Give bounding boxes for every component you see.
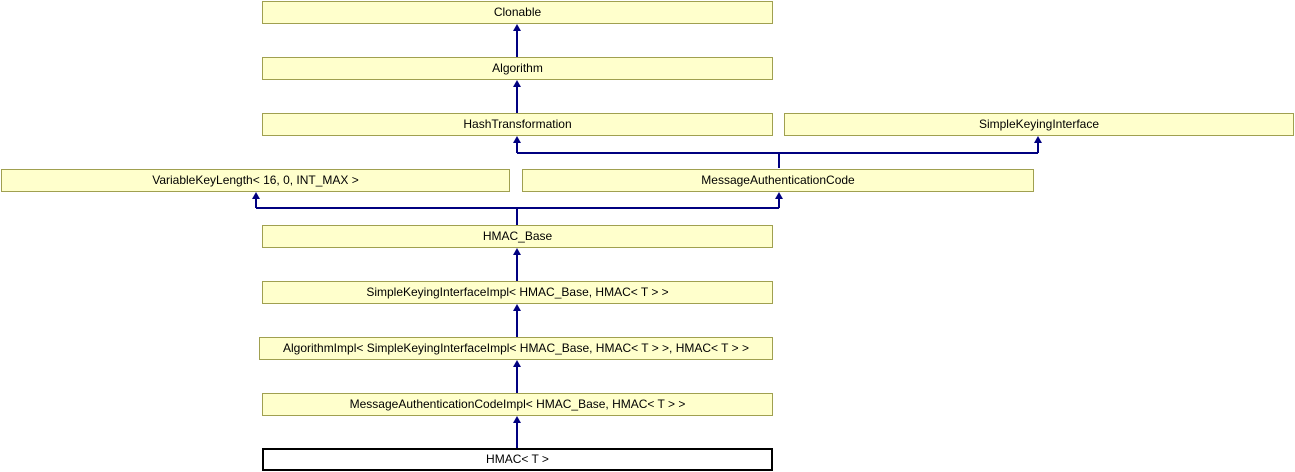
class-node-label: MessageAuthenticationCode	[701, 173, 855, 187]
class-node-label: HMAC< T >	[486, 452, 549, 466]
class-node-label: Algorithm	[492, 61, 543, 75]
class-node-hmac-base[interactable]: HMAC_Base	[262, 225, 773, 248]
class-node-variable-key-length[interactable]: VariableKeyLength< 16, 0, INT_MAX >	[1, 169, 510, 192]
class-node-label: HMAC_Base	[482, 229, 553, 243]
class-node-label: VariableKeyLength< 16, 0, INT_MAX >	[152, 173, 359, 187]
class-node-label: Clonable	[493, 5, 542, 19]
class-node-clonable[interactable]: Clonable	[262, 1, 773, 24]
arrowhead-to-algorithm-impl	[513, 360, 521, 367]
edge-mac-to-hashtransformation-and-ski	[516, 140, 1039, 168]
arrowhead-to-variable-key-length	[252, 192, 260, 199]
class-node-simple-keying-interface-impl[interactable]: SimpleKeyingInterfaceImpl< HMAC_Base, HM…	[262, 281, 773, 304]
arrowhead-to-hashtransformation	[513, 136, 521, 143]
class-node-label: SimpleKeyingInterfaceImpl< HMAC_Base, HM…	[366, 285, 669, 299]
arrowhead-to-mac-impl	[513, 416, 521, 423]
edge-hmacbase-to-vkl-and-mac	[255, 196, 780, 225]
class-node-algorithm[interactable]: Algorithm	[262, 57, 773, 80]
class-node-message-authentication-code-impl[interactable]: MessageAuthenticationCodeImpl< HMAC_Base…	[262, 393, 773, 416]
arrowhead-to-hmac-base	[513, 248, 521, 255]
arrowhead-to-ski-impl	[513, 304, 521, 311]
class-node-label: AlgorithmImpl< SimpleKeyingInterfaceImpl…	[283, 341, 749, 355]
class-node-label: HashTransformation	[463, 117, 572, 131]
arrowhead-to-algorithm	[513, 80, 521, 87]
class-node-hash-transformation[interactable]: HashTransformation	[262, 113, 773, 136]
arrowhead-to-simple-keying-interface	[1034, 136, 1042, 143]
class-node-message-authentication-code[interactable]: MessageAuthenticationCode	[522, 169, 1034, 192]
class-node-label: MessageAuthenticationCodeImpl< HMAC_Base…	[349, 397, 686, 411]
class-node-simple-keying-interface[interactable]: SimpleKeyingInterface	[784, 113, 1294, 136]
arrowhead-to-clonable	[513, 24, 521, 31]
class-node-hmac-focus: HMAC< T >	[262, 448, 773, 471]
class-node-label: SimpleKeyingInterface	[978, 117, 1100, 131]
arrowhead-to-message-authentication-code	[775, 192, 783, 199]
class-node-algorithm-impl[interactable]: AlgorithmImpl< SimpleKeyingInterfaceImpl…	[259, 337, 773, 360]
